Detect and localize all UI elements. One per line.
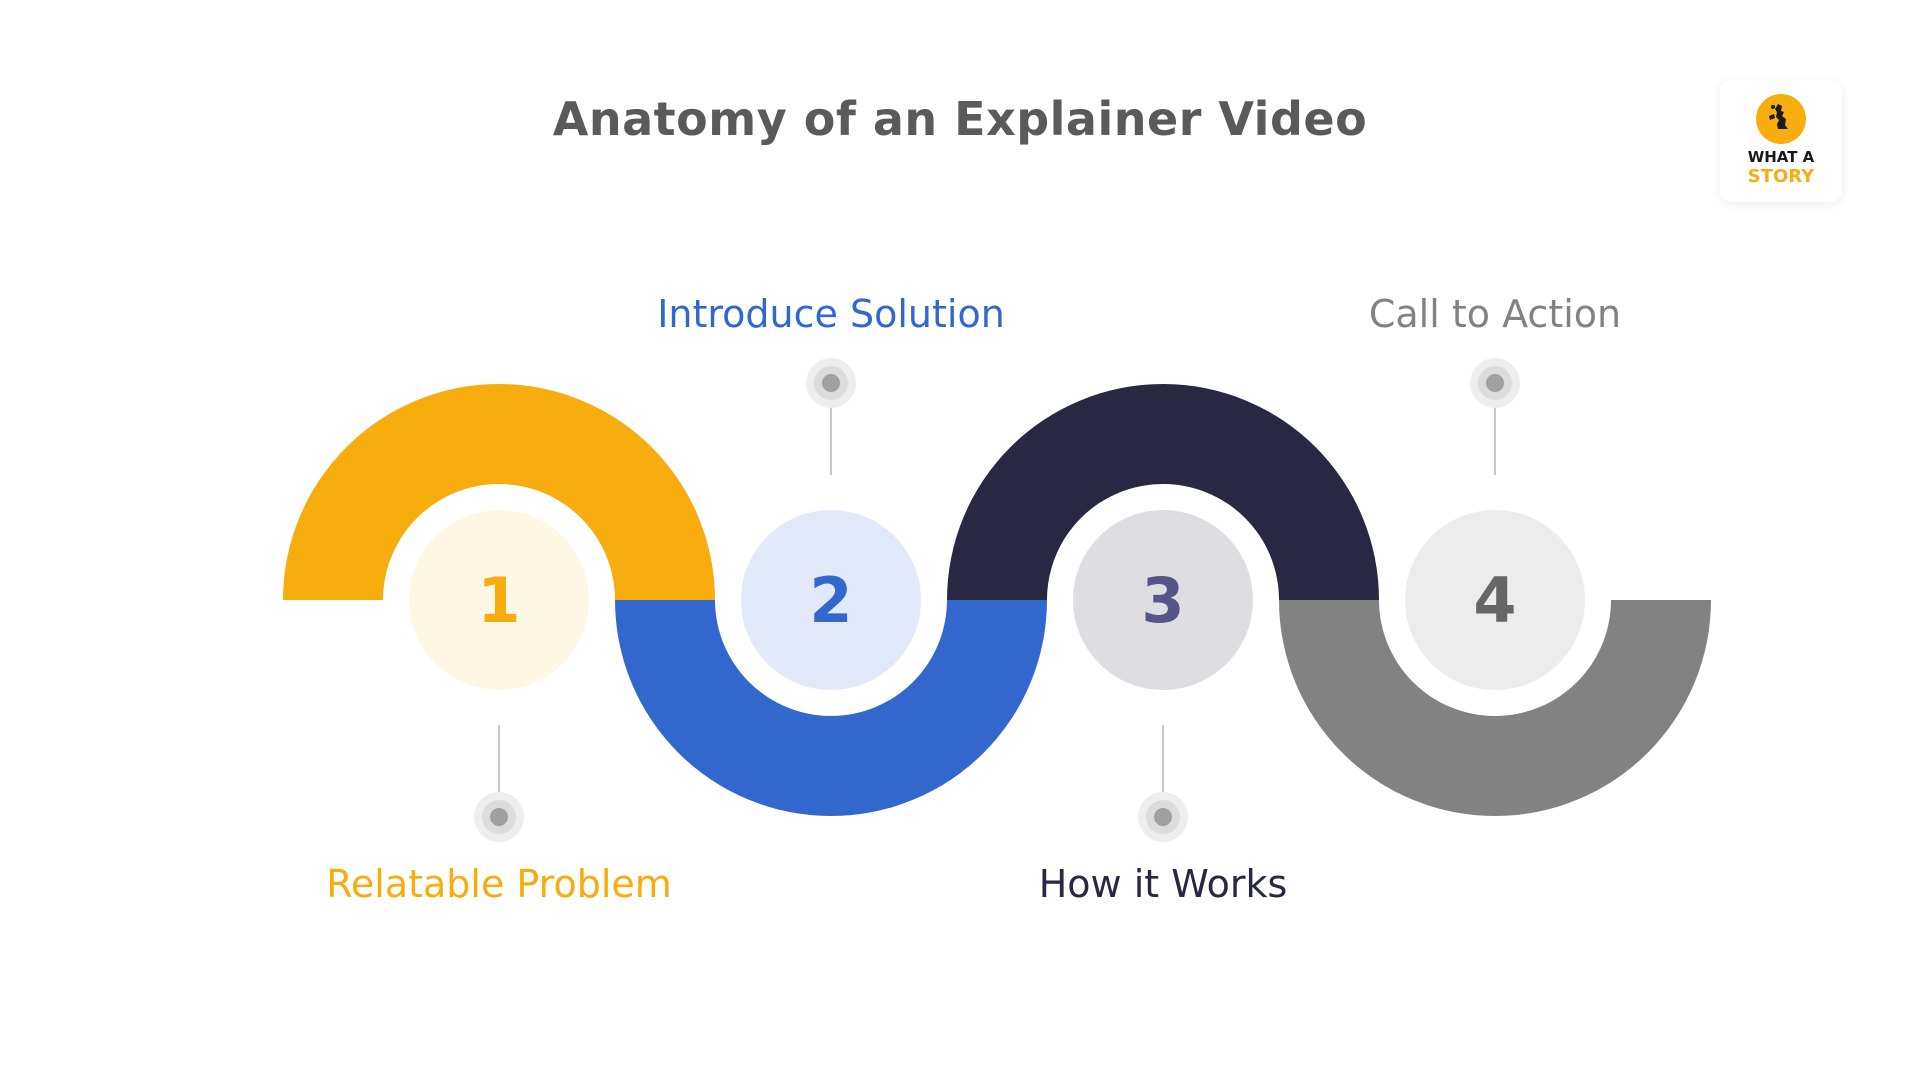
step-4-number: 4 [1473,564,1516,637]
step-1-label: Relatable Problem [326,862,672,906]
step-4-label: Call to Action [1368,292,1622,336]
step-2-band [615,600,1047,816]
step-3-circle [1073,510,1253,690]
logo-text-line1: WHAT A [1747,148,1815,166]
step-4-band [1279,600,1711,816]
step-2-label: Introduce Solution [657,292,1005,336]
step-1-number: 1 [477,564,520,637]
step-1-circle [409,510,589,690]
step-1-dot [490,808,508,826]
storyteller-silhouette-icon [1756,94,1806,144]
step-4-circle [1405,510,1585,690]
step-1-band [283,384,715,600]
step-2-circle [741,510,921,690]
page-title: Anatomy of an Explainer Video [552,92,1368,146]
step-2-dot [822,374,840,392]
step-3-band [947,384,1379,600]
step-3-number: 3 [1141,564,1184,637]
logo-text-line2: STORY [1747,166,1815,187]
step-2-number: 2 [809,564,852,637]
step-4-dot [1486,374,1504,392]
brand-logo: WHAT A STORY [1720,80,1842,202]
step-3-label: How it Works [1038,862,1288,906]
step-3-dot [1154,808,1172,826]
